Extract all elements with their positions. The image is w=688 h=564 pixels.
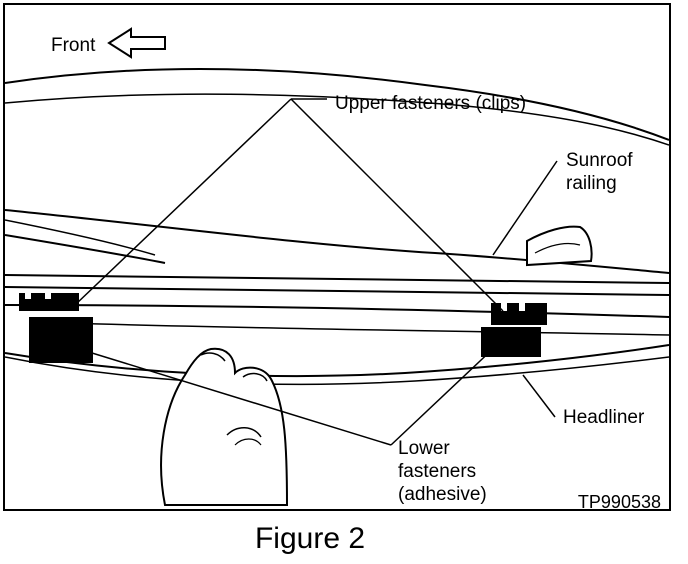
lower-fasteners-label: Lower fasteners (adhesive): [398, 437, 487, 506]
leader-upper-right-diag: [290, 98, 504, 312]
leader-lower-right: [390, 344, 498, 446]
leader-lower-left: [78, 348, 392, 446]
railing-bracket: [526, 225, 593, 267]
leader-upper-left-diag: [74, 98, 292, 306]
figure-frame: Front Upper fasteners (clips) Sunroof ra…: [3, 3, 671, 511]
lower-fasteners-label-line3: (adhesive): [398, 484, 487, 505]
sunroof-railing-label-line1: Sunroof: [566, 150, 633, 171]
sunroof-railing: [5, 209, 669, 274]
roof-panel-edge: [5, 93, 669, 146]
roof-illustration: [5, 27, 669, 506]
sunroof-railing-label: Sunroof railing: [566, 149, 633, 195]
figure-caption: Figure 2: [254, 522, 366, 555]
leader-sunroof: [492, 160, 558, 256]
arrow-left-icon: [107, 27, 166, 59]
roof-panel: [5, 68, 669, 141]
headliner: [5, 344, 669, 378]
headliner-label: Headliner: [563, 407, 645, 428]
right-lower-fastener: [481, 327, 541, 357]
front-label: Front: [51, 35, 96, 56]
sunroof-railing-label-line2: railing: [566, 173, 617, 194]
left-lower-fastener: [29, 317, 93, 363]
figure-code: TP990538: [577, 492, 661, 511]
left-upper-clip: [19, 293, 79, 311]
lower-fasteners-label-line2: fasteners: [398, 461, 477, 482]
leader-headliner: [522, 374, 556, 418]
lower-fasteners-label-line1: Lower: [398, 438, 450, 459]
upper-fasteners-label: Upper fasteners (clips): [335, 93, 527, 114]
